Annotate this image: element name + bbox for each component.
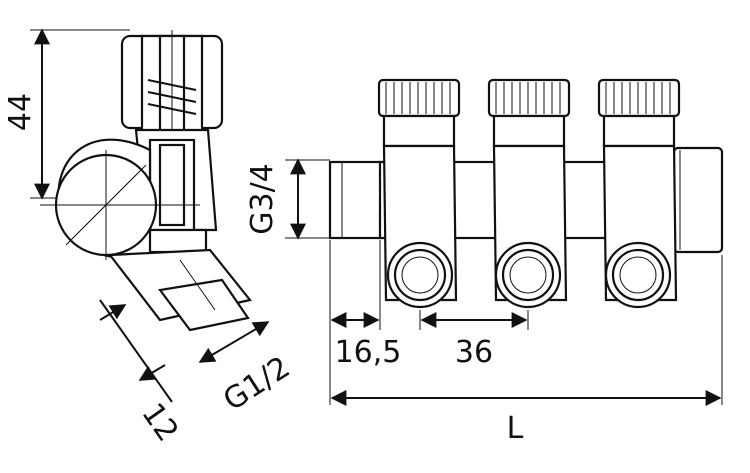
outlet-nut [158,278,250,332]
main-thread-label: G3/4 [245,163,280,235]
male-thread-end [328,160,384,240]
spring [147,79,197,115]
outlet-2 [487,78,571,309]
knob-2 [487,78,571,118]
knob-1 [377,78,461,118]
spacing-label: 36 [455,335,493,370]
outlet-1 [377,78,461,309]
front-view: G3/4 [245,78,724,446]
height-label: 44 [3,93,38,131]
outlet-3 [597,78,681,309]
depth-label: 12 [134,397,185,448]
section-view: 44 12 G1/2 [3,28,296,448]
knob-3 [597,78,681,118]
valve-seat [142,228,208,254]
outlet-thread-dimension-line [198,321,270,363]
offset-label: 16,5 [335,335,402,370]
outlet-thread-label: G1/2 [217,350,296,418]
length-label: L [507,411,524,446]
female-thread-end [672,146,724,254]
